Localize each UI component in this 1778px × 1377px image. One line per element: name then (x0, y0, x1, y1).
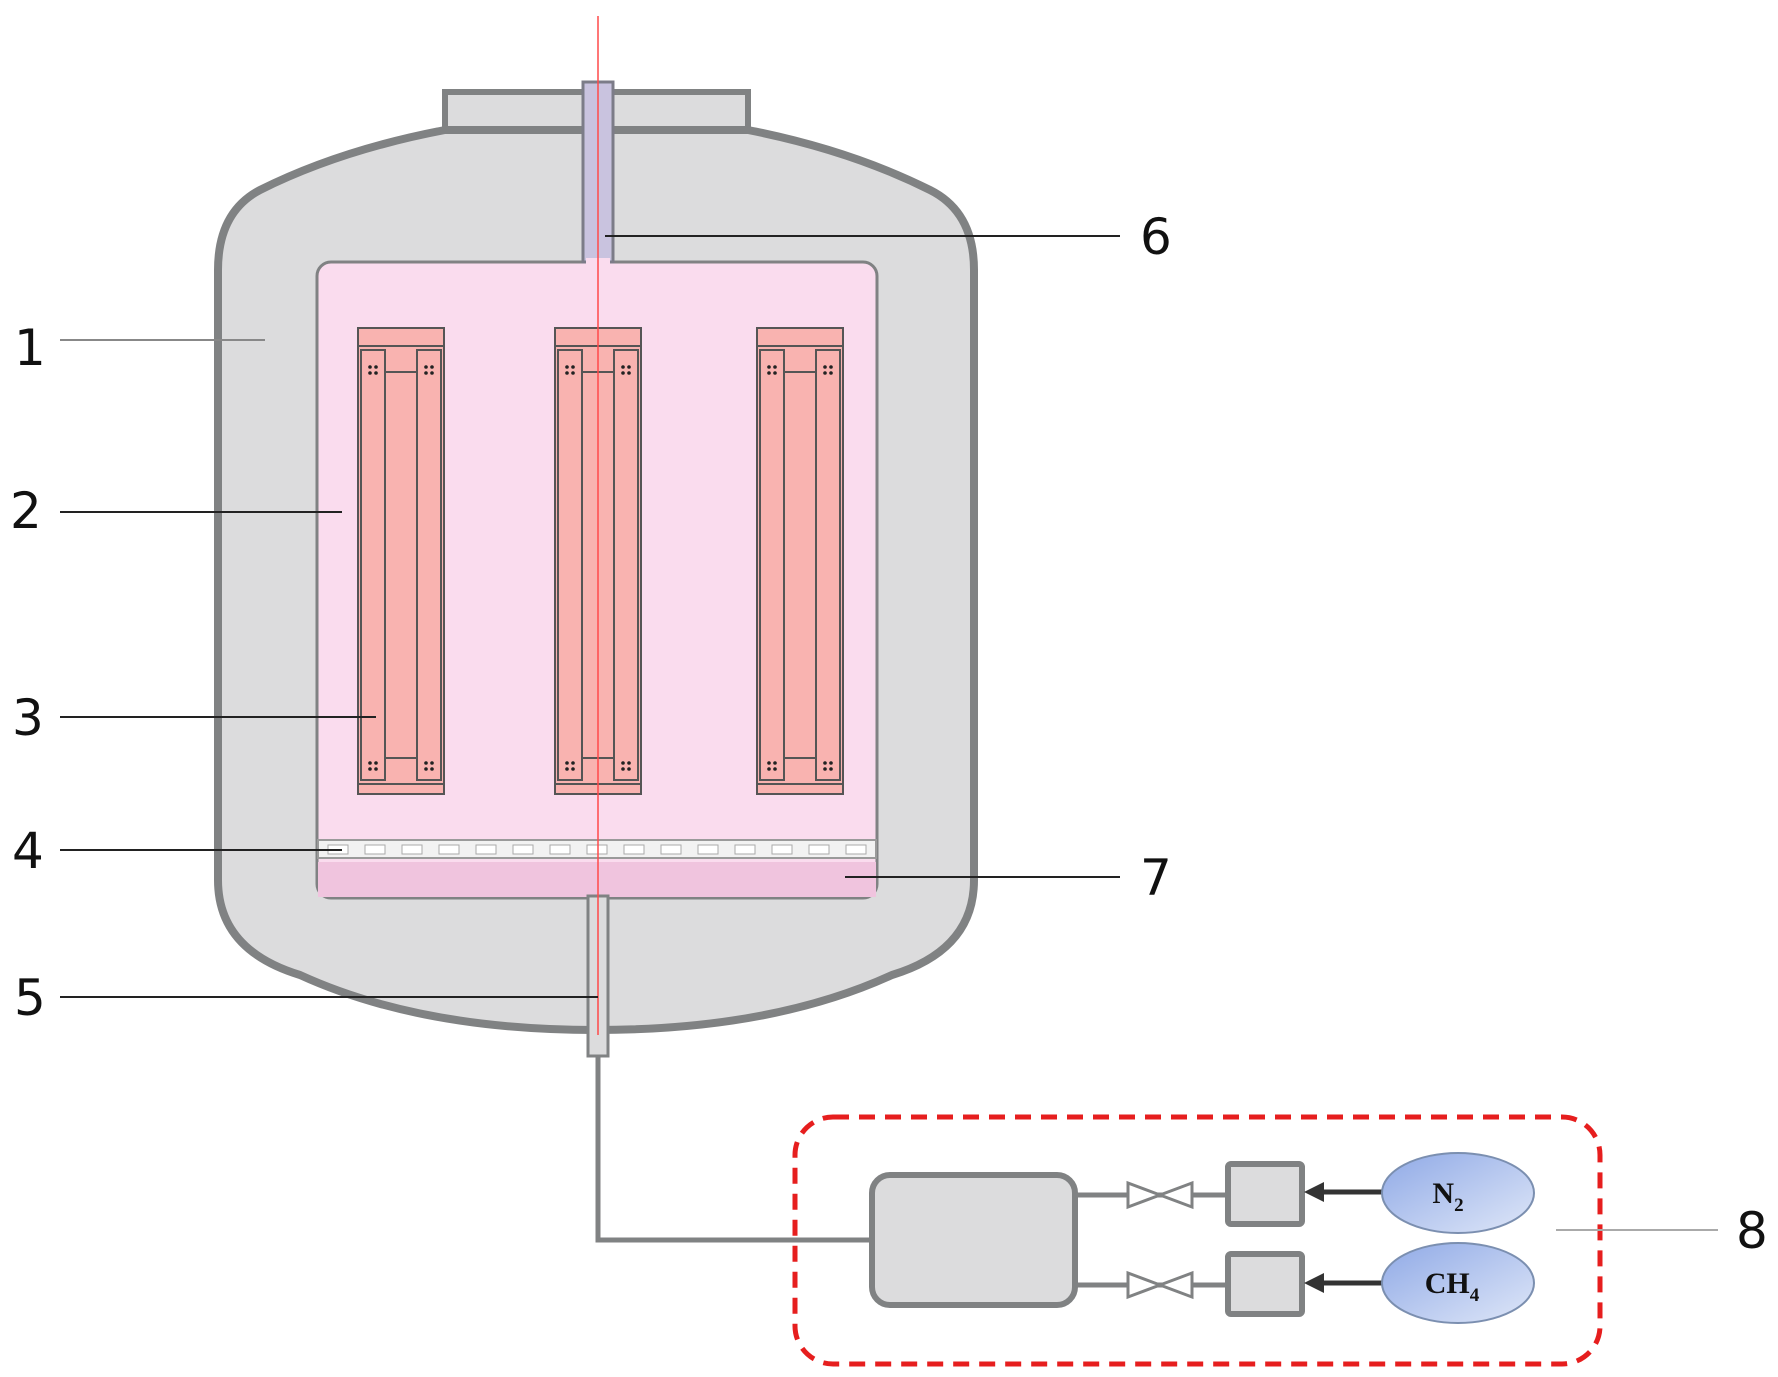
plate-hole (438, 844, 460, 855)
gas-supply-system: N2 CH4 (595, 1056, 1603, 1367)
plate-hole (512, 844, 534, 855)
heater-elements (357, 327, 844, 795)
plate-hole (660, 844, 682, 855)
svg-text:CH4: CH4 (1425, 1267, 1480, 1306)
gas-source-n2: N2 (1381, 1152, 1535, 1234)
valve-n2-icon[interactable] (1126, 1180, 1194, 1210)
heater-element (756, 327, 844, 795)
n2-subscript: 2 (1454, 1195, 1464, 1216)
heater-element (357, 327, 445, 795)
gas-supply-dashed-box (792, 1114, 1603, 1367)
plate-hole (549, 844, 571, 855)
valve-ch4-icon[interactable] (1126, 1270, 1194, 1300)
arrow-left-icon (1304, 1273, 1382, 1293)
plate-hole (623, 844, 645, 855)
ch4-symbol: CH (1425, 1267, 1470, 1300)
callout-labels: 1 2 3 4 5 6 7 8 (10, 208, 1768, 1260)
arrow-left-icon (1304, 1182, 1382, 1202)
callout-1: 1 (14, 319, 46, 377)
plate-hole (845, 844, 867, 855)
svg-text:N2: N2 (1432, 1177, 1463, 1216)
gas-source-ch4: CH4 (1381, 1242, 1535, 1324)
callout-8: 8 (1736, 1202, 1768, 1260)
plate-hole (364, 844, 386, 855)
flow-controller-ch4 (1225, 1251, 1305, 1317)
plate-hole (771, 844, 793, 855)
callout-7: 7 (1140, 849, 1172, 907)
n2-symbol: N (1432, 1177, 1454, 1210)
flow-controller-n2 (1225, 1161, 1305, 1227)
callout-2: 2 (10, 482, 42, 540)
callout-4: 4 (12, 822, 44, 880)
mixing-tank (869, 1172, 1078, 1308)
plate-hole (586, 844, 608, 855)
bottom-zone (318, 862, 876, 897)
supply-pipe (595, 1056, 870, 1243)
distributor-holes (327, 844, 867, 855)
callout-5: 5 (14, 969, 46, 1027)
plate-hole (475, 844, 497, 855)
leader-lines (60, 235, 1718, 1231)
plate-hole (808, 844, 830, 855)
plate-hole (697, 844, 719, 855)
callout-3: 3 (12, 689, 44, 747)
callout-6: 6 (1140, 208, 1172, 266)
ch4-subscript: 4 (1470, 1285, 1480, 1306)
plate-hole (401, 844, 423, 855)
plate-hole (734, 844, 756, 855)
